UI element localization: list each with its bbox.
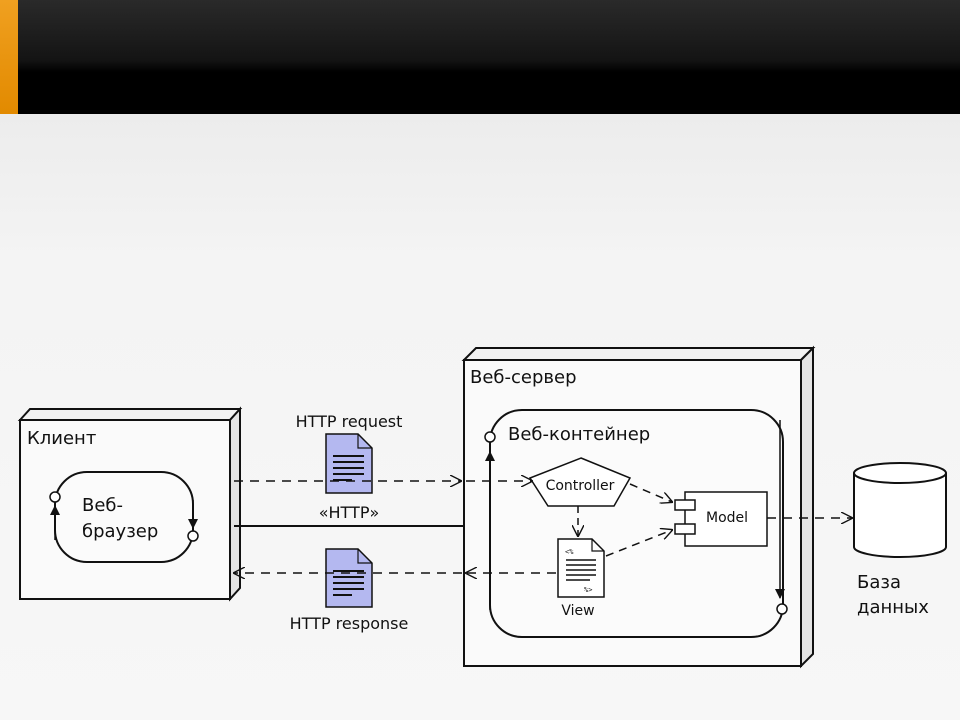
- model-port-top: [674, 499, 696, 511]
- server-label: Веб-сервер: [470, 367, 577, 388]
- view-label: View: [561, 603, 594, 619]
- controller-to-model-arrow: [629, 483, 672, 502]
- http-request-label: HTTP request: [296, 412, 403, 431]
- slide-accent-bar: [0, 0, 18, 114]
- browser-port-left: [49, 491, 61, 503]
- svg-text:<%: <%: [565, 548, 574, 556]
- svg-text:%>: %>: [584, 586, 592, 594]
- view-to-model-arrow: [605, 530, 672, 557]
- view-element: <% %> View: [557, 538, 605, 619]
- database-label-line1: База: [857, 572, 901, 593]
- client-label: Клиент: [27, 428, 96, 449]
- http-stereotype-label: «HTTP»: [319, 503, 380, 522]
- browser-label-line1: Веб-: [82, 495, 123, 516]
- web-browser-component: Веб- браузер: [49, 471, 199, 563]
- database-icon: База данных: [853, 462, 947, 618]
- http-response-label: HTTP response: [290, 614, 409, 633]
- controller-label: Controller: [546, 478, 615, 494]
- browser-port-right: [187, 530, 199, 542]
- model-component: Model: [674, 491, 768, 547]
- client-node: Клиент: [17, 406, 243, 602]
- browser-label-line2: браузер: [82, 521, 158, 542]
- http-request-document-icon: [325, 433, 373, 494]
- model-label: Model: [706, 510, 748, 526]
- controller-element: Controller: [528, 457, 632, 507]
- container-port-right: [776, 603, 788, 615]
- database-label-line2: данных: [857, 597, 929, 618]
- model-port-bottom: [674, 523, 696, 535]
- slide-title-bar: [0, 0, 960, 114]
- container-port-left: [484, 431, 496, 443]
- container-label: Веб-контейнер: [508, 424, 650, 445]
- http-response-document-icon: [325, 548, 373, 608]
